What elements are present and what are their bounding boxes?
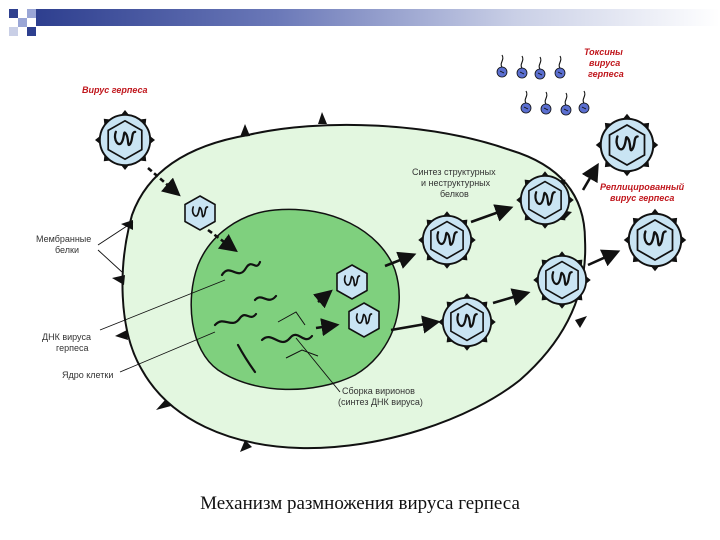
label-herpes-virus: Вирус герпеса (82, 85, 147, 95)
label-synthesis-2: и неструктурных (421, 178, 491, 188)
label-synthesis-1: Синтез структурных (412, 167, 496, 177)
label-synthesis-3: белков (440, 189, 469, 199)
label-membrane-1: Мембранные (36, 234, 91, 244)
nucleus-thin-strands (277, 311, 319, 359)
label-replicated-1: Реплицированный (600, 182, 685, 192)
label-assembly-2: (синтез ДНК вируса) (338, 397, 423, 407)
virion-replicated-2 (624, 209, 687, 272)
label-nucleus: Ядро клетки (62, 370, 113, 380)
herpes-toxins (496, 54, 590, 116)
label-membrane-2: белки (55, 245, 79, 255)
label-toxins-3: герпеса (588, 69, 624, 79)
pathway-arrows (147, 162, 621, 337)
virion-assembled-2 (516, 171, 574, 229)
cell-nucleus (190, 208, 400, 391)
label-replicated-2: вирус герпеса (610, 193, 674, 203)
slide-caption: Механизм размножения вируса герпеса (200, 493, 520, 514)
virion-assembled-1 (418, 211, 476, 269)
herpes-virion-entry (95, 110, 155, 170)
label-toxins-2: вируса (589, 58, 620, 68)
capsid-nucleus-1 (337, 265, 367, 299)
virion-assembled-3 (438, 293, 496, 351)
label-dna-2: герпеса (56, 343, 88, 353)
label-leader-lines (97, 221, 341, 393)
virion-replicated-1 (596, 114, 659, 177)
label-toxins-1: Токсины (584, 47, 623, 57)
viral-dna-strands (213, 260, 314, 374)
slide-corner-squares (9, 9, 36, 36)
label-assembly-1: Сборка вирионов (342, 386, 415, 396)
capsid-nucleus-2 (349, 303, 379, 337)
virion-assembled-4 (533, 251, 591, 309)
slide-header-bar (36, 9, 720, 26)
label-dna-1: ДНК вируса (42, 332, 91, 342)
capsid-entering (185, 196, 215, 230)
